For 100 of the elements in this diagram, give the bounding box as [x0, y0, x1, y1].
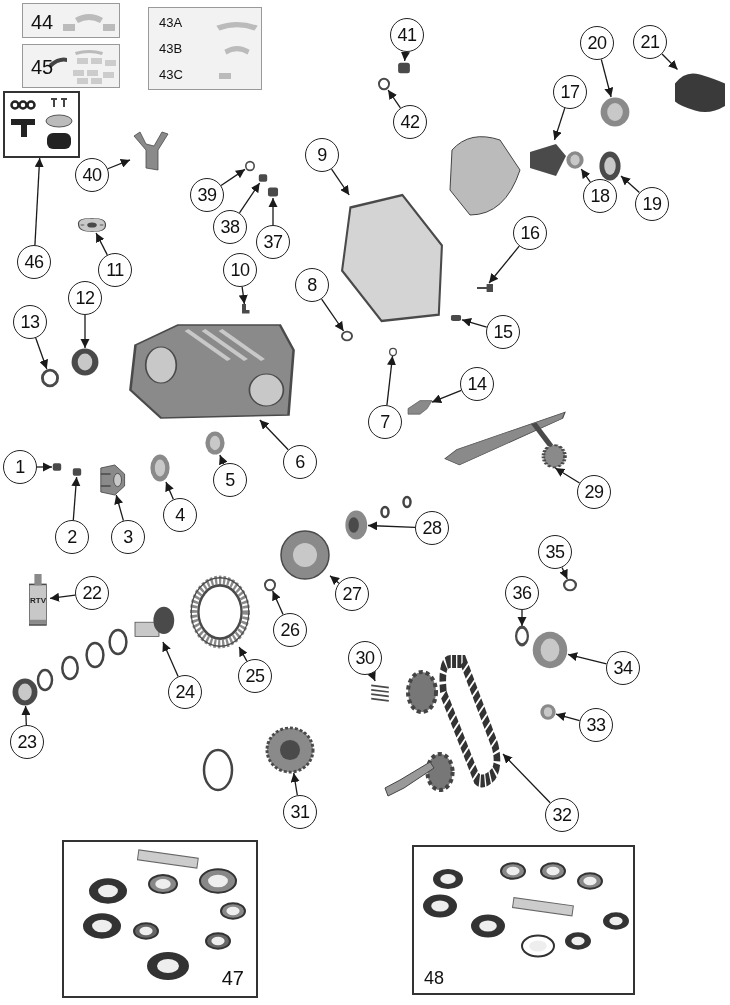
callout-number: 33 — [579, 708, 613, 742]
callout-number: 27 — [335, 577, 369, 611]
leader-arrow — [661, 53, 679, 71]
leader-arrow — [34, 157, 44, 246]
plate-drawing — [77, 217, 107, 233]
callout-number: 37 — [256, 225, 290, 259]
ringgear-drawing — [190, 577, 250, 647]
leader-arrow — [502, 753, 551, 804]
leader-arrow — [386, 355, 397, 406]
leader-arrow — [238, 646, 248, 662]
callout-number: 39 — [190, 178, 224, 212]
callout-number: 32 — [545, 798, 579, 832]
callout-number: 20 — [580, 26, 614, 60]
part-number: 43A — [159, 16, 183, 29]
yoke-drawing — [98, 465, 126, 495]
hub-drawing — [342, 510, 368, 540]
leader-arrow — [320, 298, 345, 332]
leader-arrow — [238, 286, 248, 305]
leader-arrow — [431, 389, 462, 403]
ring-drawing — [264, 579, 276, 591]
callout-number: 42 — [393, 105, 427, 139]
leader-arrow — [272, 590, 284, 616]
ring-drawing — [245, 161, 255, 171]
leader-arrow — [219, 454, 228, 466]
callout-number: 16 — [513, 216, 547, 250]
leader-arrow — [580, 168, 591, 183]
kit-panel — [62, 840, 258, 998]
part-panel — [22, 3, 120, 38]
nut-drawing — [450, 314, 462, 322]
ring-drawing — [41, 369, 59, 387]
part-number: 43C — [159, 68, 183, 81]
leader-arrow — [400, 51, 410, 62]
bushing-drawing — [540, 704, 556, 720]
leader-arrow — [290, 772, 300, 796]
ring-drawing — [563, 579, 577, 591]
leader-arrow — [259, 419, 289, 451]
callout-number: 8 — [295, 268, 329, 302]
ring-drawing — [389, 348, 397, 356]
part-number: 45 — [31, 57, 54, 77]
gear-drawing — [265, 727, 315, 773]
tube-drawing — [26, 574, 50, 626]
callout-number: 34 — [606, 651, 640, 685]
washer-drawing — [150, 454, 170, 482]
leader-arrow — [36, 462, 53, 472]
callout-number: 24 — [168, 675, 202, 709]
callout-number: 41 — [390, 18, 424, 52]
callout-number: 30 — [348, 641, 382, 675]
leader-arrow — [330, 168, 350, 196]
leader-arrow — [367, 670, 376, 682]
bracket-drawing — [408, 399, 432, 415]
callout-number: 22 — [75, 576, 109, 610]
leader-arrow — [80, 314, 90, 349]
chain-drawing — [437, 655, 503, 785]
callout-number: 29 — [577, 475, 611, 509]
callout-number: 12 — [68, 281, 102, 315]
leader-arrow — [220, 168, 246, 187]
washer-drawing — [600, 97, 630, 127]
part-number: 43B — [159, 42, 183, 55]
bearing-drawing — [532, 631, 568, 669]
callout-number: 17 — [553, 75, 587, 109]
cover-drawing — [340, 195, 444, 321]
callout-number: 11 — [98, 253, 132, 287]
callout-number: 26 — [273, 613, 307, 647]
callout-number: 35 — [538, 535, 572, 569]
leader-arrow — [35, 337, 48, 370]
leader-arrow — [567, 652, 608, 665]
ring-drawing — [378, 78, 390, 90]
drum-drawing — [280, 530, 330, 580]
callout-number: 18 — [583, 179, 617, 213]
callout-number: 38 — [213, 210, 247, 244]
callout-number: 2 — [55, 520, 89, 554]
callout-number: 28 — [415, 511, 449, 545]
part-number: 47 — [221, 968, 244, 988]
leader-arrow — [517, 609, 527, 627]
tube-label: RTV — [30, 597, 46, 605]
leader-arrow — [488, 245, 520, 284]
leader-arrow — [387, 89, 402, 109]
part-panel — [22, 44, 120, 88]
leader-arrow — [21, 705, 31, 726]
seal-drawing — [71, 348, 99, 376]
ring-drawing — [515, 626, 529, 646]
leader-arrow — [95, 232, 108, 256]
part-number: 48 — [424, 969, 445, 987]
callout-number: 19 — [635, 187, 669, 221]
callout-number: 31 — [283, 795, 317, 829]
callout-number: 3 — [111, 520, 145, 554]
leader-arrow — [461, 318, 488, 328]
callout-number: 5 — [213, 463, 247, 497]
leader-arrow — [114, 494, 125, 522]
bushing-drawing — [566, 151, 584, 169]
nut-drawing — [52, 462, 62, 472]
callout-number: 10 — [223, 253, 257, 287]
nut-drawing — [258, 173, 268, 183]
sensor-drawing — [477, 283, 493, 293]
nut-drawing — [397, 61, 411, 75]
leader-arrow — [620, 175, 641, 194]
part-panel — [148, 7, 262, 90]
callout-number: 25 — [238, 659, 272, 693]
callout-number: 40 — [75, 158, 109, 192]
callout-number: 4 — [163, 498, 197, 532]
